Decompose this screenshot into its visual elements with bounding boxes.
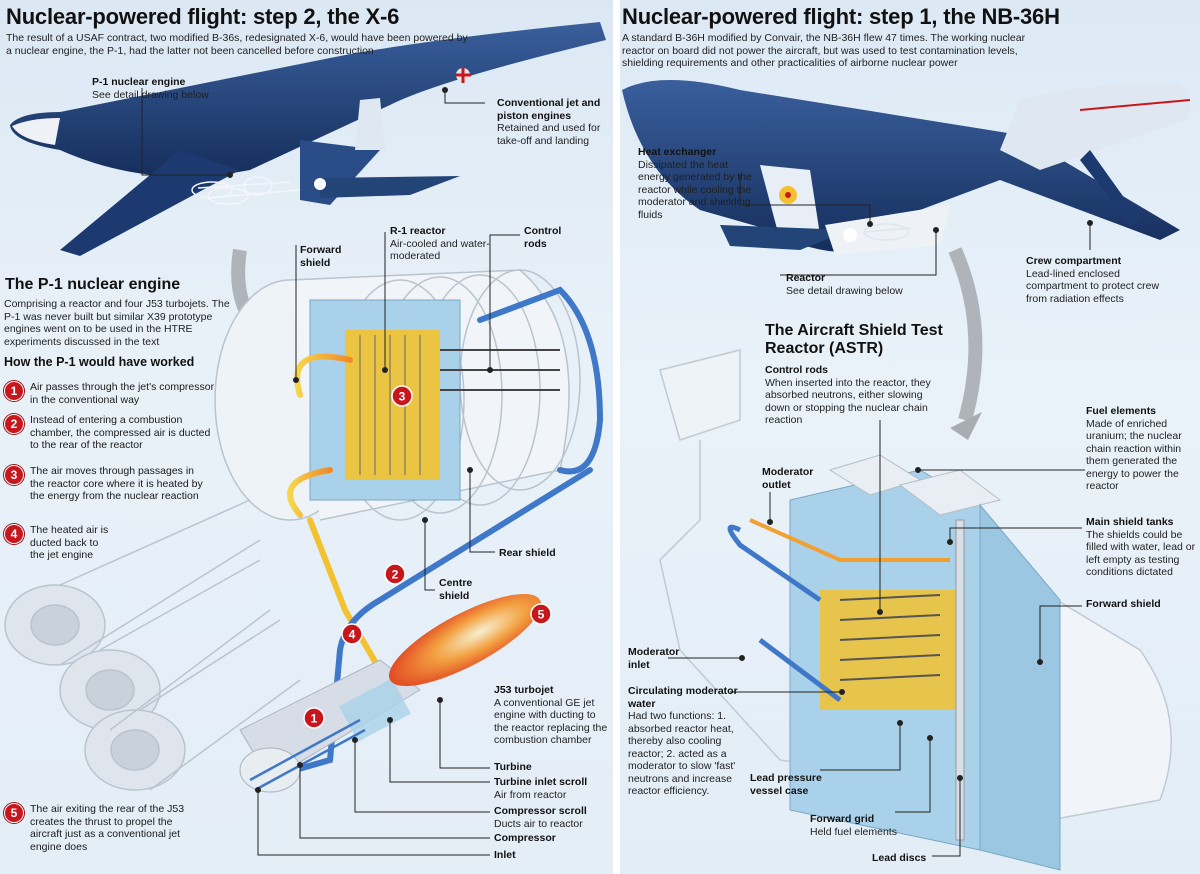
label-circulating-title: Circulating moderator water: [628, 685, 738, 710]
step-4-text: The heated air is ducted back to the jet…: [30, 524, 109, 561]
label-control-rods: Control rods: [524, 225, 562, 250]
nb36h-illustration: [622, 80, 1191, 871]
label-crew-compartment: Crew compartment Lead-lined enclosed com…: [1026, 255, 1176, 305]
nb36h-aircraft: [622, 80, 1191, 255]
label-fuel-text: Made of enriched uranium; the nuclear ch…: [1086, 417, 1182, 493]
label-fuel-elements: Fuel elements Made of enriched uranium; …: [1086, 405, 1198, 493]
label-conventional-text: Retained and used for take-off and landi…: [497, 122, 601, 147]
how-it-worked-heading: How the P-1 would have worked: [4, 355, 195, 369]
label-forward-shield-astr: Forward shield: [1086, 598, 1161, 610]
panel-divider: [613, 0, 620, 874]
label-circulating-moderator: Circulating moderator water Had two func…: [628, 685, 738, 798]
diagram-badge-2: [384, 563, 406, 585]
label-forward-grid-text: Held fuel elements: [810, 825, 897, 838]
label-compressor-scroll-title: Compressor scroll: [494, 805, 587, 817]
diagram-badge-4-text: 4: [349, 628, 356, 642]
right-leader-lines: [668, 175, 1093, 857]
label-p1-engine: P-1 nuclear engine See detail drawing be…: [92, 76, 232, 101]
label-inlet: Inlet: [494, 849, 516, 861]
diagram-badge-2-text: 2: [392, 568, 399, 582]
label-turbine-inlet-title: Turbine inlet scroll: [494, 776, 588, 788]
label-reactor-text: See detail drawing below: [786, 284, 903, 297]
label-j53-text: A conventional GE jet engine with ductin…: [494, 696, 608, 747]
label-control-rods-astr-title: Control rods: [765, 364, 828, 376]
label-moderator-outlet: Moderator outlet: [762, 466, 814, 491]
label-circulating-text: Had two functions: 1. absorbed reactor h…: [628, 710, 736, 797]
diagram-badge-5: [530, 603, 552, 625]
label-j53-title: J53 turbojet: [494, 684, 554, 696]
step-1-badge: 1: [4, 381, 24, 401]
diagram-step-markers: 3 2 4 5 1: [303, 385, 552, 729]
label-conventional-engines: Conventional jet and piston engines Reta…: [497, 97, 609, 147]
label-p1-engine-title: P-1 nuclear engine: [92, 76, 186, 88]
j53-turbojet: [239, 593, 542, 793]
label-heat-exchanger: Heat exchanger Dissipated the heat energ…: [638, 146, 760, 221]
label-reactor: Reactor See detail drawing below: [786, 272, 916, 297]
diagram-badge-3-text: 3: [399, 390, 406, 404]
x6-title: Nuclear-powered flight: step 2, the X-6: [6, 4, 400, 29]
diagram-badge-1: [303, 707, 325, 729]
label-control-rods-astr-text: When inserted into the reactor, they abs…: [765, 376, 931, 427]
label-turbine: Turbine: [494, 761, 532, 773]
label-lead-pressure-vessel: Lead pressure vessel case: [750, 772, 822, 797]
step-5-badge: 5: [4, 803, 24, 823]
label-moderator-inlet: Moderator inlet: [628, 646, 680, 671]
diagram-badge-3: [391, 385, 413, 407]
left-panel-x6: 3 2 4 5 1 Nuclear-powered flight: step 2…: [0, 0, 613, 874]
label-compressor: Compressor: [494, 832, 556, 844]
label-main-shield-text: The shields could be filled with water, …: [1086, 528, 1196, 579]
nb36h-intro: A standard B-36H modified by Convair, th…: [622, 32, 1026, 69]
p1-engine-heading: The P-1 nuclear engine: [5, 276, 181, 293]
label-p1-engine-text: See detail drawing below: [92, 88, 209, 101]
label-compressor-scroll-text: Ducts air to reactor: [494, 817, 583, 830]
label-turbine-inlet-scroll: Turbine inlet scroll Air from reactor: [494, 776, 609, 801]
label-control-rods-astr: Control rods When inserted into the reac…: [765, 364, 950, 427]
diagram-badge-5-text: 5: [538, 608, 545, 622]
step-3-text: The air moves through passages in the re…: [30, 465, 203, 502]
label-forward-shield: Forward shield: [300, 244, 342, 269]
label-j53-turbojet: J53 turbojet A conventional GE jet engin…: [494, 684, 609, 747]
step-1-text: Air passes through the jet's compressor …: [30, 381, 215, 406]
right-panel-nb36h: Nuclear-powered flight: step 1, the NB-3…: [620, 0, 1200, 874]
label-rear-shield: Rear shield: [499, 547, 556, 559]
x6-illustration: 3 2 4 5 1: [4, 22, 606, 856]
x6-intro: The result of a USAF contract, two modif…: [6, 32, 468, 57]
label-crew-title: Crew compartment: [1026, 255, 1122, 267]
leader-lines: [141, 87, 520, 856]
label-lead-discs: Lead discs: [872, 852, 927, 864]
label-heat-exchanger-title: Heat exchanger: [638, 146, 717, 158]
label-compressor-scroll: Compressor scroll Ducts air to reactor: [494, 805, 609, 830]
label-fuel-title: Fuel elements: [1086, 405, 1157, 417]
x6-aircraft: [10, 22, 606, 256]
label-main-shield-tanks: Main shield tanks The shields could be f…: [1086, 516, 1198, 579]
step-3-badge: 3: [4, 465, 24, 485]
diagram-badge-4: [341, 623, 363, 645]
label-forward-grid-title: Forward grid: [810, 813, 875, 825]
p1-engine-description: Comprising a reactor and four J53 turboj…: [4, 298, 230, 348]
step-2-text: Instead of entering a combustion chamber…: [30, 414, 211, 451]
label-forward-grid: Forward grid Held fuel elements: [810, 813, 920, 838]
astr-heading: The Aircraft Shield Test Reactor (ASTR): [765, 322, 943, 357]
diagram-badge-1-text: 1: [311, 712, 318, 726]
step-5-text: The air exiting the rear of the J53 crea…: [30, 803, 185, 853]
label-turbine-inlet-text: Air from reactor: [494, 788, 567, 801]
label-r1-text: Air-cooled and water-moderated: [390, 237, 490, 263]
label-conventional-title: Conventional jet and piston engines: [497, 97, 601, 122]
nb36h-title: Nuclear-powered flight: step 1, the NB-3…: [622, 4, 1060, 29]
label-r1-reactor: R-1 reactor Air-cooled and water-moderat…: [390, 225, 500, 263]
label-reactor-title: Reactor: [786, 272, 826, 284]
label-main-shield-title: Main shield tanks: [1086, 516, 1174, 528]
label-crew-text: Lead-lined enclosed compartment to prote…: [1026, 267, 1160, 305]
step-4-badge: 4: [4, 524, 24, 544]
label-centre-shield: Centre shield: [439, 577, 473, 602]
label-heat-exchanger-text: Dissipated the heat energy generated by …: [638, 158, 752, 221]
step-2-badge: 2: [4, 414, 24, 434]
label-r1-title: R-1 reactor: [390, 225, 446, 237]
